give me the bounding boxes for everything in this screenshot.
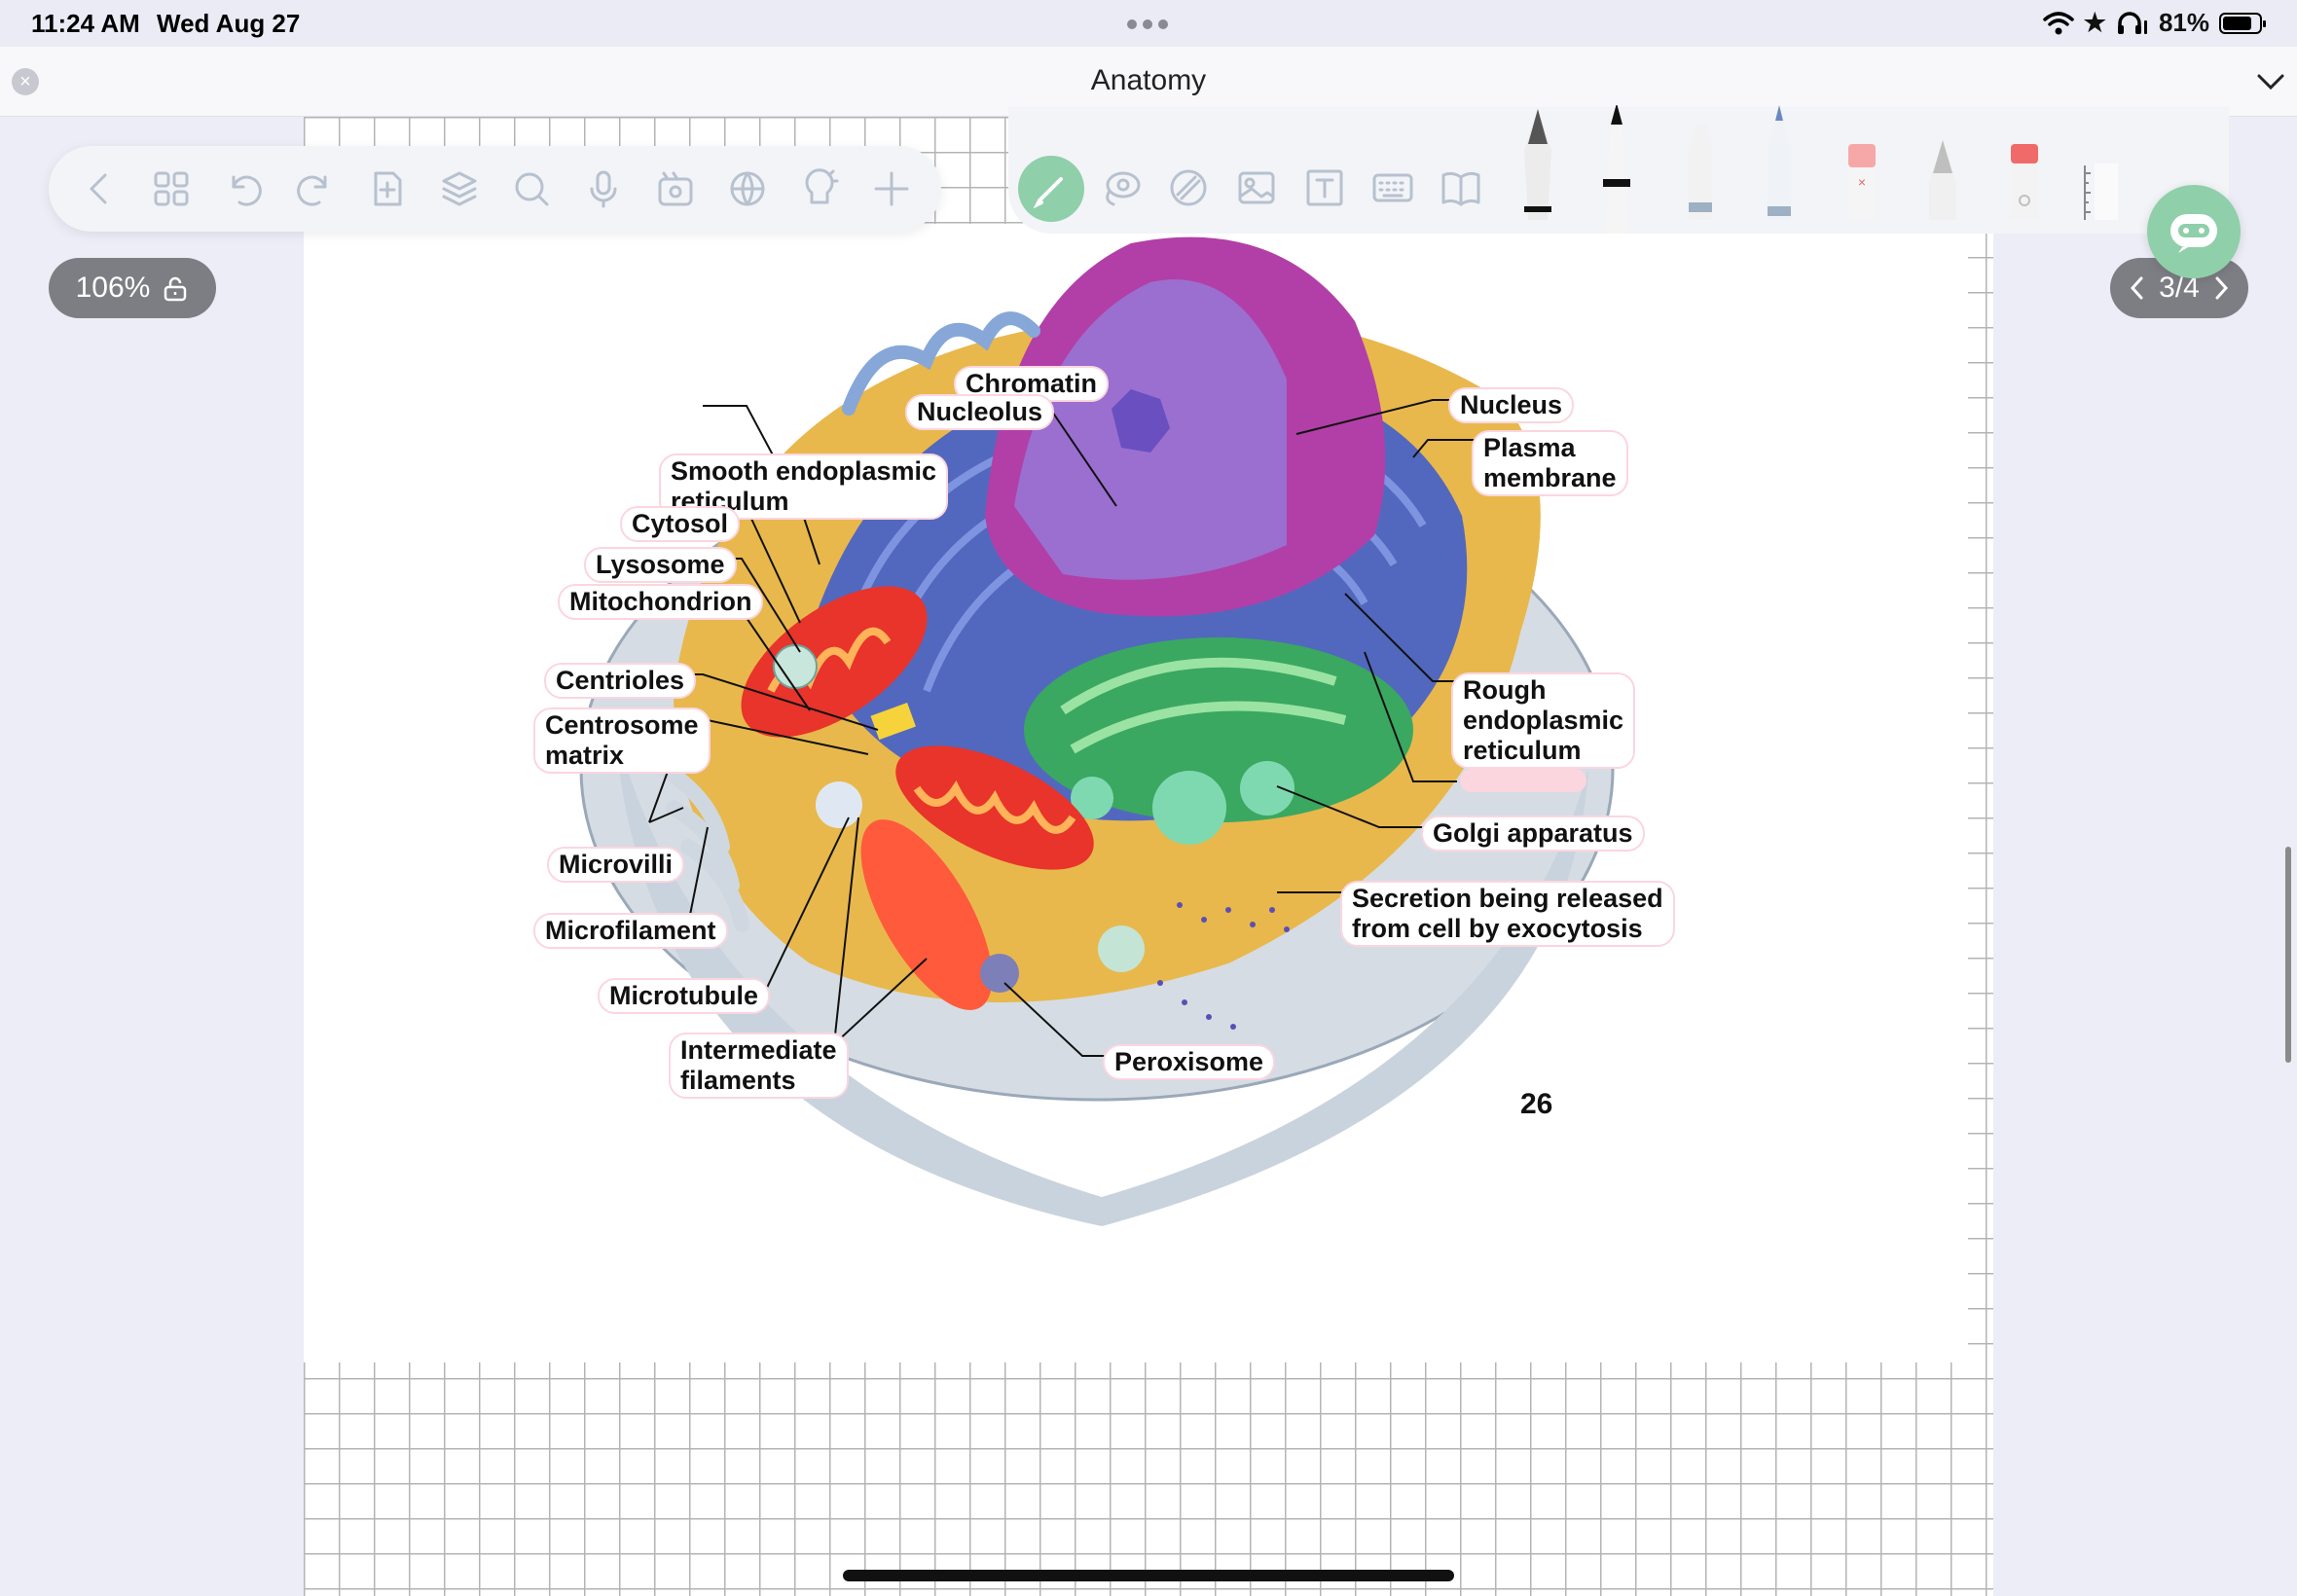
label-microfilament: Microfilament (533, 913, 728, 949)
microphone-icon[interactable] (578, 163, 629, 214)
fountain-pen-tool[interactable] (1518, 105, 1557, 220)
pen-icon[interactable] (1018, 156, 1084, 222)
lightbulb-icon[interactable] (794, 163, 845, 214)
headphones-icon (2117, 11, 2147, 34)
label-mitochondrion: Mitochondrion (558, 584, 764, 620)
chevron-left-icon[interactable] (2130, 275, 2145, 301)
cell-diagram-image: Chromatin Nucleolus Nucleus Plasma membr… (304, 224, 1968, 1362)
textbox-icon[interactable] (1302, 165, 1351, 214)
label-microvilli: Microvilli (547, 847, 685, 883)
lock-open-icon[interactable] (162, 274, 189, 302)
close-icon[interactable]: × (12, 68, 39, 95)
chevron-right-icon[interactable] (2213, 275, 2229, 301)
book-icon[interactable] (1439, 165, 1487, 214)
cell-illustration (579, 236, 1615, 1226)
zoom-indicator[interactable]: 106% (49, 258, 216, 318)
back-icon[interactable] (74, 163, 125, 214)
main-toolbar (49, 146, 941, 232)
label-centrosome-matrix: Centrosome matrix (533, 707, 711, 774)
globe-icon[interactable] (722, 163, 773, 214)
vertical-scrollbar[interactable] (2285, 847, 2291, 1063)
ruler-tool[interactable] (2081, 105, 2120, 220)
status-date: Wed Aug 27 (157, 9, 301, 38)
label-microtubule: Microtubule (598, 978, 770, 1014)
undo-icon[interactable] (218, 163, 269, 214)
home-indicator[interactable] (843, 1570, 1454, 1581)
keyboard-icon[interactable] (1370, 165, 1419, 214)
label-smooth-er: Smooth endoplasmic reticulum (659, 453, 949, 520)
label-secretion: Secretion being released from cell by ex… (1340, 881, 1675, 947)
chevron-down-icon[interactable] (2256, 72, 2285, 91)
grid-icon[interactable] (146, 163, 197, 214)
label-peroxisome: Peroxisome (1103, 1044, 1276, 1080)
add-page-icon[interactable] (362, 163, 413, 214)
plus-icon[interactable] (866, 163, 917, 214)
search-icon[interactable] (506, 163, 557, 214)
multitasking-dots-icon[interactable] (1127, 19, 1168, 29)
status-time: 11:24 AM (31, 9, 140, 38)
label-intermediate-filaments: Intermediate filaments (669, 1033, 849, 1099)
marker-tool[interactable] (1681, 105, 1720, 220)
label-golgi-apparatus: Golgi apparatus (1421, 816, 1645, 852)
label-nucleus: Nucleus (1448, 387, 1575, 423)
status-right: ★ 81% (2042, 8, 2266, 38)
battery-percent: 81% (2158, 8, 2209, 37)
label-plasma-membrane: Plasma membrane (1472, 430, 1628, 496)
status-bar: 11:24 AM Wed Aug 27 ★ 81% (0, 0, 2297, 47)
page-number: 26 (1520, 1088, 1553, 1120)
redo-icon[interactable] (290, 163, 341, 214)
document-title[interactable]: Anatomy (1090, 64, 1207, 96)
ai-assistant-button[interactable] (2147, 185, 2241, 278)
svg-text:×: × (1858, 174, 1866, 190)
lasso-icon[interactable] (1098, 165, 1147, 214)
media-icon[interactable] (650, 163, 701, 214)
robot-chat-icon (2170, 214, 2217, 253)
label-centrioles: Centrioles (544, 663, 697, 699)
label-nucleolus: Nucleolus (905, 394, 1055, 430)
image-icon[interactable] (1234, 165, 1283, 214)
highlighter-tool[interactable] (2005, 105, 2044, 220)
label-rough-er: Rough endoplasmic reticulum (1451, 672, 1636, 769)
battery-icon (2219, 12, 2266, 34)
eraser-tool[interactable]: × (1842, 105, 1881, 220)
star-icon: ★ (2083, 8, 2106, 37)
pencil-tool[interactable] (1760, 105, 1799, 220)
shape-icon[interactable] (1166, 165, 1215, 214)
brush-tool[interactable] (1923, 105, 1962, 220)
layers-icon[interactable] (434, 163, 485, 214)
label-cytosol: Cytosol (620, 506, 741, 542)
label-lysosome: Lysosome (584, 547, 737, 583)
ballpoint-pen-tool[interactable] (1599, 105, 1634, 234)
wifi-icon (2042, 11, 2074, 34)
zoom-label: 106% (75, 272, 151, 304)
